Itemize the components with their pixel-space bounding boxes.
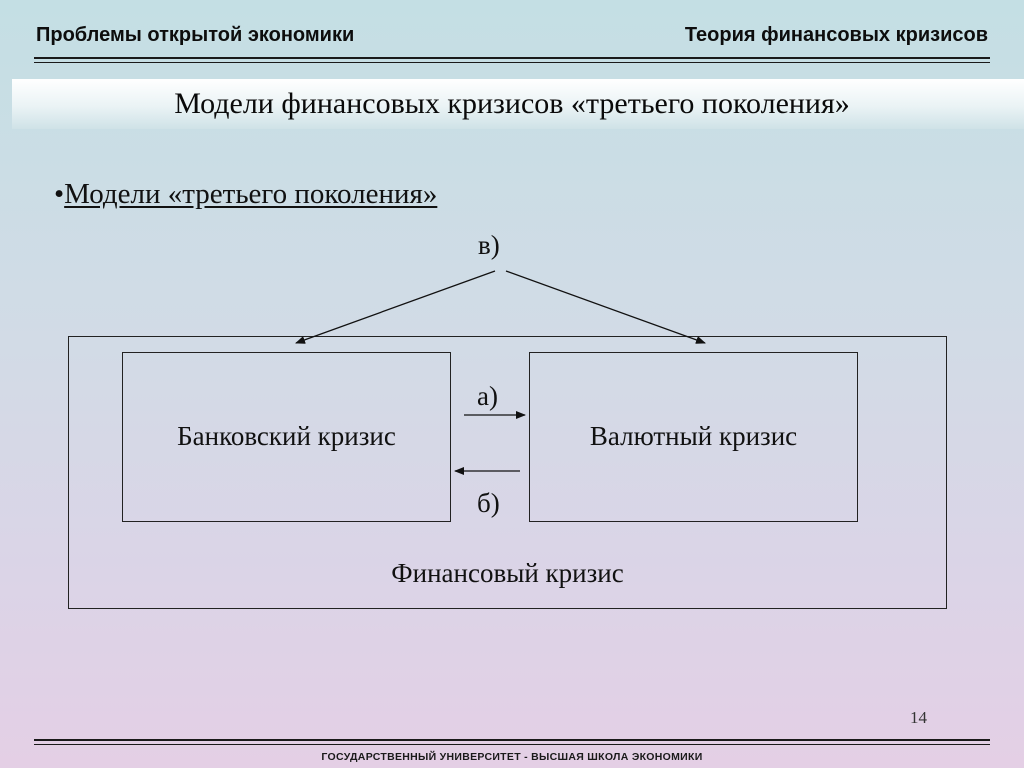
slide-title: Модели финансовых кризисов «третьего пок… <box>174 87 850 120</box>
header-rule-thick <box>34 57 990 59</box>
footer-university: ГОСУДАРСТВЕННЫЙ УНИВЕРСИТЕТ - ВЫСШАЯ ШКО… <box>321 751 703 763</box>
header-right-title: Теория финансовых кризисов <box>684 24 988 46</box>
header-left-title: Проблемы открытой экономики <box>36 24 355 46</box>
box-banking-crisis <box>122 352 451 522</box>
bullet-symbol: • <box>54 178 65 210</box>
bullet-item: •Модели «третьего поколения» <box>54 175 437 213</box>
footer-rule-thick <box>34 739 990 741</box>
label-v: в) <box>478 230 500 260</box>
label-currency-crisis: Валютный кризис <box>589 421 798 451</box>
page-number: 14 <box>910 708 927 727</box>
title-band <box>12 79 1024 129</box>
footer-rule-thin <box>34 744 990 745</box>
outer-box-financial-crisis <box>68 336 947 609</box>
label-a: а) <box>477 381 498 411</box>
arrow-v-to-currency <box>505 270 706 344</box>
arrow-v-to-banking <box>295 270 496 344</box>
label-banking-crisis: Банковский кризис <box>177 421 396 451</box>
label-b: б) <box>477 488 500 518</box>
label-financial-crisis: Финансовый кризис <box>391 558 624 588</box>
bullet-text: Модели «третьего поколения» <box>64 178 438 210</box>
header-rule-thin <box>34 62 990 63</box>
box-currency-crisis <box>529 352 858 522</box>
